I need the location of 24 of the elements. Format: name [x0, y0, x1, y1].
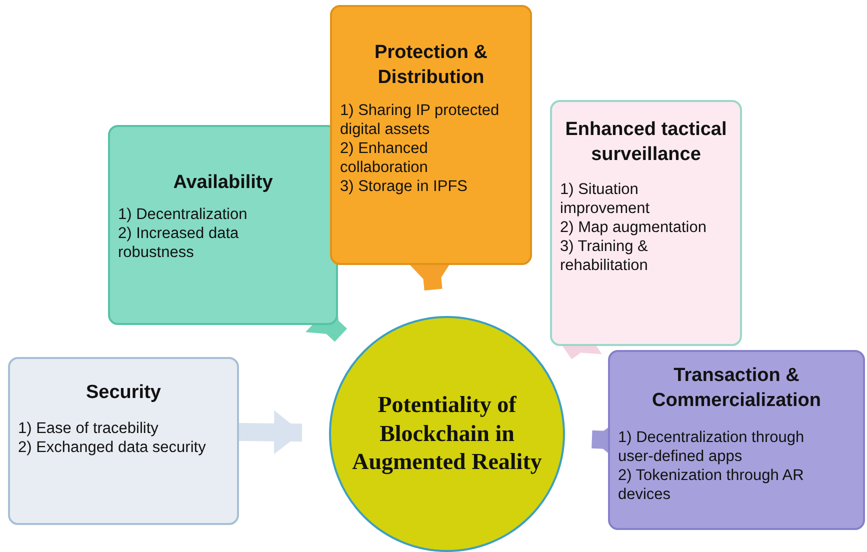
item-list: 2) Enhanced collaboration: [340, 140, 522, 178]
item-list: 1) Situation improvement: [560, 181, 732, 220]
item-list: 1) Decentralization through user-defined apps: [618, 429, 855, 468]
item-list: 1) Sharing IP protected digital assets: [340, 102, 522, 140]
heading: Transaction & Commercialization: [651, 364, 822, 413]
category-box: [108, 125, 338, 325]
heading: Enhanced tactical surveillance: [564, 118, 728, 167]
category-box: [330, 5, 532, 265]
heading: Protection & Distribution: [374, 41, 488, 90]
item-list: 2) Increased data robustness: [118, 224, 328, 262]
heading: Security: [85, 381, 162, 405]
item-list: 3) Training & rehabilitation: [560, 238, 732, 276]
heading: Potentiality of Blockchain in Augmented Reality: [351, 390, 543, 476]
item-list: 3) Storage in IPFS: [340, 178, 522, 197]
heading: Availability: [172, 171, 274, 195]
item-list: 2) Exchanged data security: [18, 438, 229, 458]
item-list: 1) Decentralization: [118, 206, 328, 225]
category-box: [608, 350, 865, 530]
category-box: [8, 357, 239, 525]
item-list: 2) Map augmentation: [560, 219, 732, 238]
item-list: 2) Tokenization through AR devices: [618, 467, 855, 505]
item-list: 1) Ease of tracebility: [18, 420, 229, 439]
category-box: [550, 100, 742, 346]
block-arrow: [238, 410, 302, 454]
